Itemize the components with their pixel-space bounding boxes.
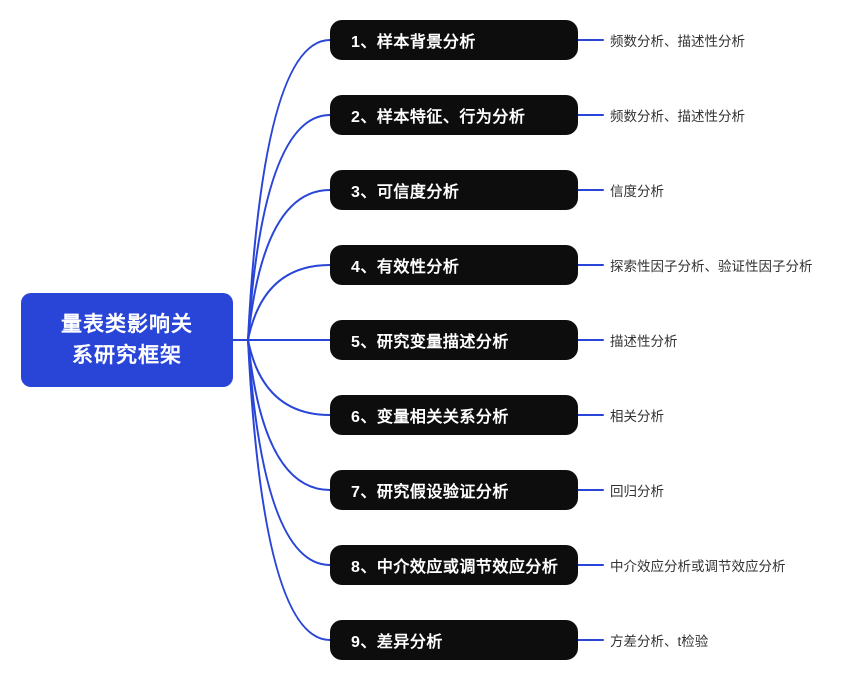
branch-node-7[interactable]: 7、研究假设验证分析	[330, 470, 578, 510]
branch-row-6: 6、变量相关关系分析 相关分析	[330, 395, 664, 435]
branch-detail-9[interactable]: 方差分析、t检验	[610, 634, 709, 649]
branch-detail-5[interactable]: 描述性分析	[610, 334, 678, 349]
branch-node-4[interactable]: 4、有效性分析	[330, 245, 578, 285]
branch-row-9: 9、差异分析 方差分析、t检验	[330, 620, 708, 660]
branch-node-label: 2、样本特征、行为分析	[351, 109, 526, 126]
root-node[interactable]: 量表类影响关 系研究框架	[21, 293, 233, 387]
branch-detail-2[interactable]: 频数分析、描述性分析	[610, 109, 745, 124]
branch-detail-8[interactable]: 中介效应分析或调节效应分析	[610, 559, 786, 574]
branch-row-8: 8、中介效应或调节效应分析 中介效应分析或调节效应分析	[330, 545, 786, 585]
branch-node-label: 5、研究变量描述分析	[351, 334, 509, 351]
branch-node-label: 9、差异分析	[351, 634, 443, 651]
branch-row-2: 2、样本特征、行为分析 频数分析、描述性分析	[330, 95, 745, 135]
branch-detail-4[interactable]: 探索性因子分析、验证性因子分析	[610, 259, 813, 274]
branch-row-5: 5、研究变量描述分析 描述性分析	[330, 320, 678, 360]
branch-node-label: 3、可信度分析	[351, 184, 460, 201]
branch-row-3: 3、可信度分析 信度分析	[330, 170, 664, 210]
branch-node-label: 8、中介效应或调节效应分析	[351, 559, 559, 576]
branch-detail-1[interactable]: 频数分析、描述性分析	[610, 34, 745, 49]
branch-node-8[interactable]: 8、中介效应或调节效应分析	[330, 545, 578, 585]
branch-detail-6[interactable]: 相关分析	[610, 409, 664, 424]
branch-node-label: 7、研究假设验证分析	[351, 484, 509, 501]
branch-node-3[interactable]: 3、可信度分析	[330, 170, 578, 210]
branch-node-2[interactable]: 2、样本特征、行为分析	[330, 95, 578, 135]
root-node-label: 量表类影响关 系研究框架	[61, 313, 193, 367]
branch-node-9[interactable]: 9、差异分析	[330, 620, 578, 660]
branch-row-1: 1、样本背景分析 频数分析、描述性分析	[330, 20, 745, 60]
branch-node-label: 4、有效性分析	[351, 259, 460, 276]
branch-node-label: 1、样本背景分析	[351, 34, 476, 51]
branch-node-1[interactable]: 1、样本背景分析	[330, 20, 578, 60]
branch-detail-3[interactable]: 信度分析	[610, 184, 664, 199]
branch-node-label: 6、变量相关关系分析	[351, 409, 509, 426]
branch-detail-7[interactable]: 回归分析	[610, 484, 664, 499]
branch-node-6[interactable]: 6、变量相关关系分析	[330, 395, 578, 435]
branch-row-7: 7、研究假设验证分析 回归分析	[330, 470, 664, 510]
branch-row-4: 4、有效性分析 探索性因子分析、验证性因子分析	[330, 245, 813, 285]
branch-node-5[interactable]: 5、研究变量描述分析	[330, 320, 578, 360]
